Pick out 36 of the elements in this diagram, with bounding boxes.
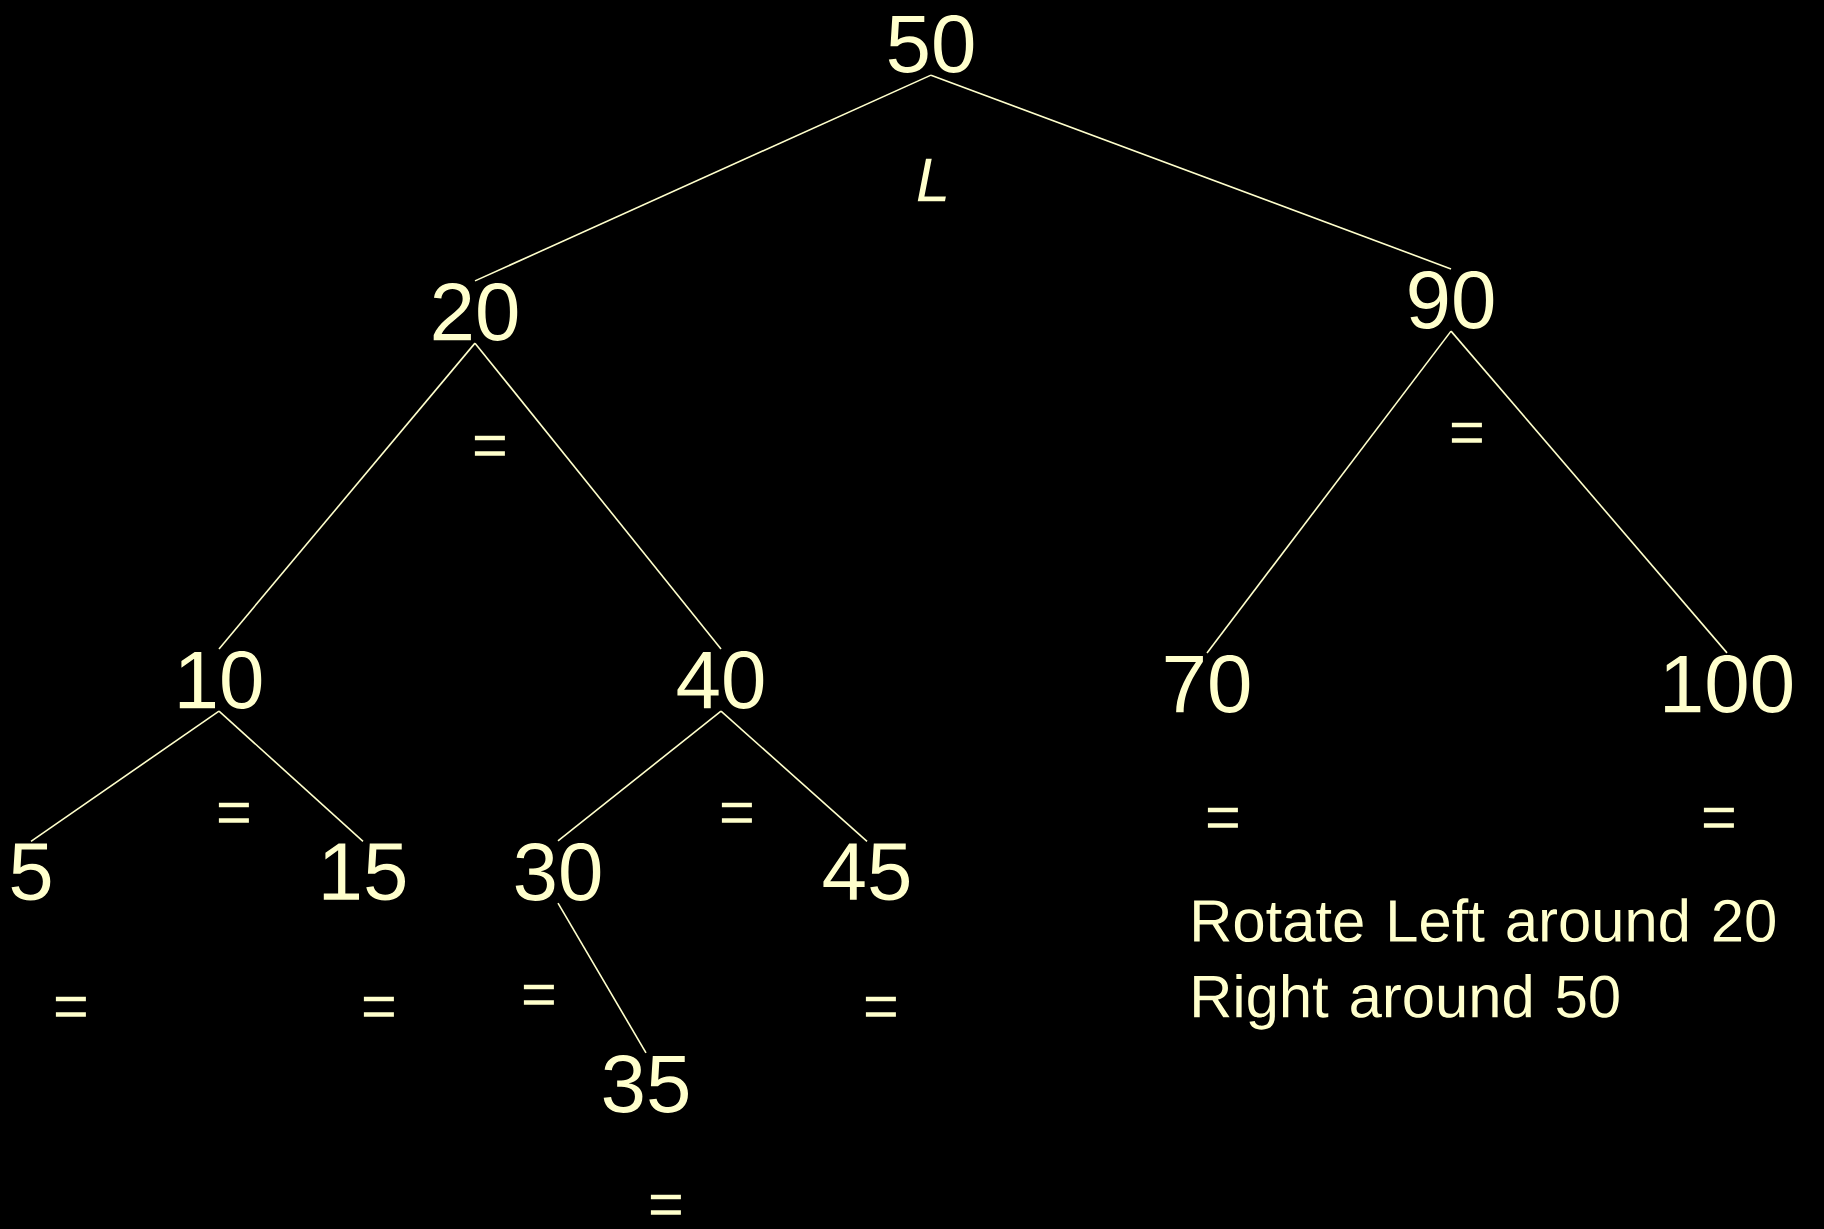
balance-factor: = [55, 996, 86, 1017]
balance-factor: = [218, 802, 249, 823]
tree-edge [557, 710, 722, 842]
node-value: 30 [515, 843, 601, 901]
note-text: Rotate Left around 20 Right around 50 [1194, 898, 1775, 1030]
balance-factor: L [917, 158, 946, 202]
balance-factor: = [1451, 422, 1482, 443]
node-value: 5 [11, 843, 51, 901]
node-value: 90 [1409, 271, 1494, 329]
tree-edge [1450, 330, 1728, 654]
balance-factor: = [865, 996, 896, 1017]
node-value: 70 [1165, 655, 1250, 713]
balance-factor: = [1207, 807, 1238, 828]
balance-factor: = [474, 435, 505, 456]
node-value: 10 [179, 651, 262, 709]
balance-factor: = [363, 996, 394, 1017]
tree-edge [218, 710, 364, 843]
node-value: 45 [823, 843, 909, 901]
node-value: 100 [1665, 655, 1792, 713]
balance-factor: = [650, 1194, 681, 1215]
balance-factor: = [721, 802, 752, 823]
node-value: 40 [677, 651, 764, 709]
tree-edge [30, 710, 220, 843]
balance-factor: = [1703, 807, 1734, 828]
node-value: 35 [603, 1055, 688, 1113]
node-value: 50 [888, 15, 974, 73]
tree-edge [720, 710, 868, 843]
balance-factor: = [523, 984, 554, 1005]
tree-edge [474, 342, 722, 650]
node-value: 15 [323, 843, 405, 901]
tree-edge [474, 74, 932, 282]
tree-edge [1206, 330, 1452, 654]
node-value: 20 [433, 283, 518, 341]
tree-edge [218, 342, 476, 650]
tree-edge [557, 902, 647, 1054]
tree-edge [930, 74, 1452, 270]
